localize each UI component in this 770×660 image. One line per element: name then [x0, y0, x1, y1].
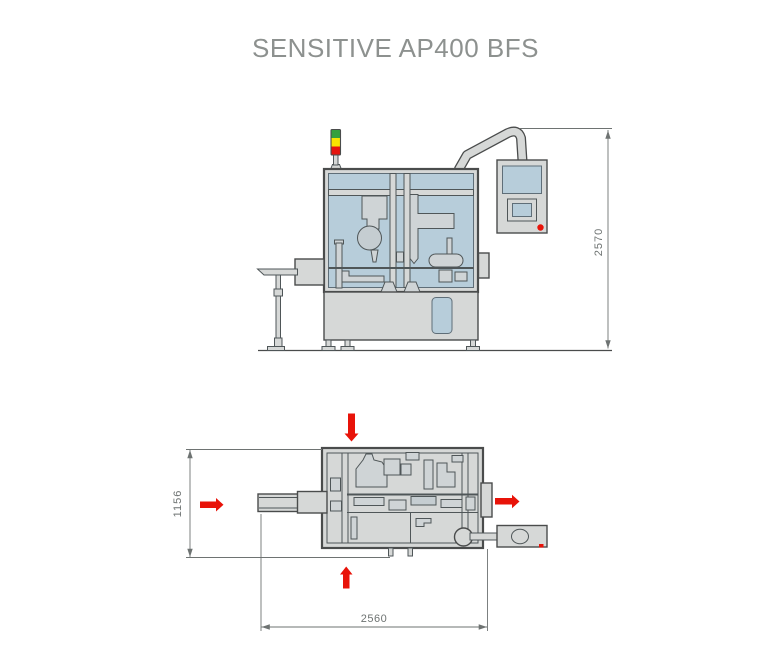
- machinery-funnel: [370, 249, 379, 263]
- front-elevation-view: 2570: [256, 126, 612, 352]
- enclosure-mullion-right: [403, 173, 411, 288]
- plan-part: [405, 452, 420, 461]
- stack-light-icon: [329, 128, 343, 170]
- table-leg-ankle: [274, 337, 283, 348]
- plan-foot-tab: [407, 547, 413, 557]
- plan-part: [436, 462, 456, 488]
- machinery-drum: [357, 225, 382, 251]
- plan-part: [410, 496, 437, 506]
- foot-leg: [344, 339, 351, 348]
- dimension-height-2570: 2570: [520, 128, 612, 349]
- enclosure-mullion-left: [389, 173, 397, 288]
- table-top: [256, 268, 298, 276]
- pendant-arm-fill: [455, 127, 527, 173]
- dimension-length-2560: 2560: [260, 514, 488, 631]
- flow-arrow-up-icon: [340, 566, 353, 589]
- top-plan-view: 1156 2560: [172, 413, 548, 631]
- table-leg-upper: [275, 274, 281, 290]
- plan-part: [353, 497, 385, 506]
- machinery-post-left: [335, 242, 343, 289]
- plan-part: [350, 516, 358, 540]
- machine-feet: [321, 339, 480, 351]
- machinery-tank: [428, 253, 464, 268]
- internal-machinery-plan: [330, 452, 478, 557]
- dimension-depth-label: 1156: [172, 490, 184, 518]
- dimension-height-label: 2570: [593, 228, 605, 256]
- table-foot-pad: [267, 346, 285, 351]
- machinery-bottom-left: [341, 270, 385, 283]
- stack-light-green: [331, 129, 341, 138]
- pendant-screen-small: [512, 203, 532, 217]
- pendant-arm: [454, 126, 528, 174]
- dim-arrow-down-icon: [187, 548, 193, 557]
- flow-arrow-right-right-icon: [495, 494, 520, 509]
- plan-part: [440, 499, 463, 508]
- plan-pendant-red-dot: [539, 544, 544, 548]
- machinery-bottom-box1: [438, 269, 453, 283]
- plan-pendant-arm: [469, 532, 498, 541]
- foot-pad: [466, 346, 480, 351]
- plan-pendant: [453, 524, 548, 548]
- foot-pad: [321, 346, 336, 351]
- stack-light-outline: [330, 128, 342, 156]
- base-cabinet: [323, 291, 479, 341]
- foot-pad: [340, 346, 355, 351]
- dim-arrow-up-icon: [187, 450, 193, 459]
- machinery-post-right: [446, 237, 453, 255]
- dim-arrow-right-icon: [478, 624, 487, 630]
- emergency-stop-button: [537, 224, 544, 231]
- plan-pendant-knob: [511, 528, 529, 545]
- stack-light-red: [331, 146, 341, 155]
- plan-part: [465, 496, 476, 511]
- dimension-depth-1156: 1156: [172, 449, 390, 558]
- machinery-bottom-box2: [454, 271, 468, 282]
- flow-arrow-right-left-icon: [200, 498, 224, 512]
- machinery-center-block: [396, 251, 404, 263]
- plan-part: [388, 499, 407, 511]
- dim-arrow-up-icon: [605, 130, 611, 139]
- flow-arrow-down-icon: [344, 413, 359, 442]
- internal-machinery-front: [328, 194, 474, 293]
- machinery-arm-bracket: [409, 194, 455, 265]
- dim-arrow-down-icon: [605, 340, 611, 349]
- plan-part: [415, 518, 432, 527]
- outfeed-table: [256, 268, 298, 351]
- plan-part: [330, 477, 341, 492]
- plan-part: [423, 459, 434, 490]
- conveyor-bar: [257, 493, 299, 513]
- plan-part: [451, 455, 464, 463]
- pendant-panel: [496, 159, 548, 234]
- enclosure-top-rail: [328, 189, 474, 196]
- stack-light-yellow: [331, 138, 341, 147]
- plan-wall-left: [341, 452, 349, 544]
- outfeed-box-front: [477, 252, 490, 279]
- plan-part: [400, 463, 412, 476]
- table-leg-column: [275, 295, 281, 339]
- plan-hopper: [355, 453, 388, 488]
- dimension-length-label: 2560: [361, 613, 387, 625]
- flow-arrows: [200, 413, 520, 589]
- page-title: SENSITIVE AP400 BFS: [252, 33, 539, 63]
- plan-outfeed-box: [480, 482, 493, 518]
- foot-leg: [325, 339, 332, 348]
- dim-arrow-left-icon: [261, 624, 270, 630]
- infeed-box-front: [294, 258, 325, 286]
- plan-part: [383, 458, 401, 476]
- plan-part: [330, 500, 342, 512]
- plan-infeed-conveyor: [257, 490, 328, 514]
- plan-foot-tab: [388, 547, 394, 557]
- foot-leg: [470, 339, 476, 348]
- table-leg-collar: [273, 288, 283, 297]
- pendant-screen-main: [502, 165, 542, 194]
- base-door-window: [431, 297, 453, 334]
- machinery-stepped-block: [361, 195, 388, 230]
- stack-light-pole: [333, 154, 339, 166]
- conveyor-block: [296, 490, 328, 514]
